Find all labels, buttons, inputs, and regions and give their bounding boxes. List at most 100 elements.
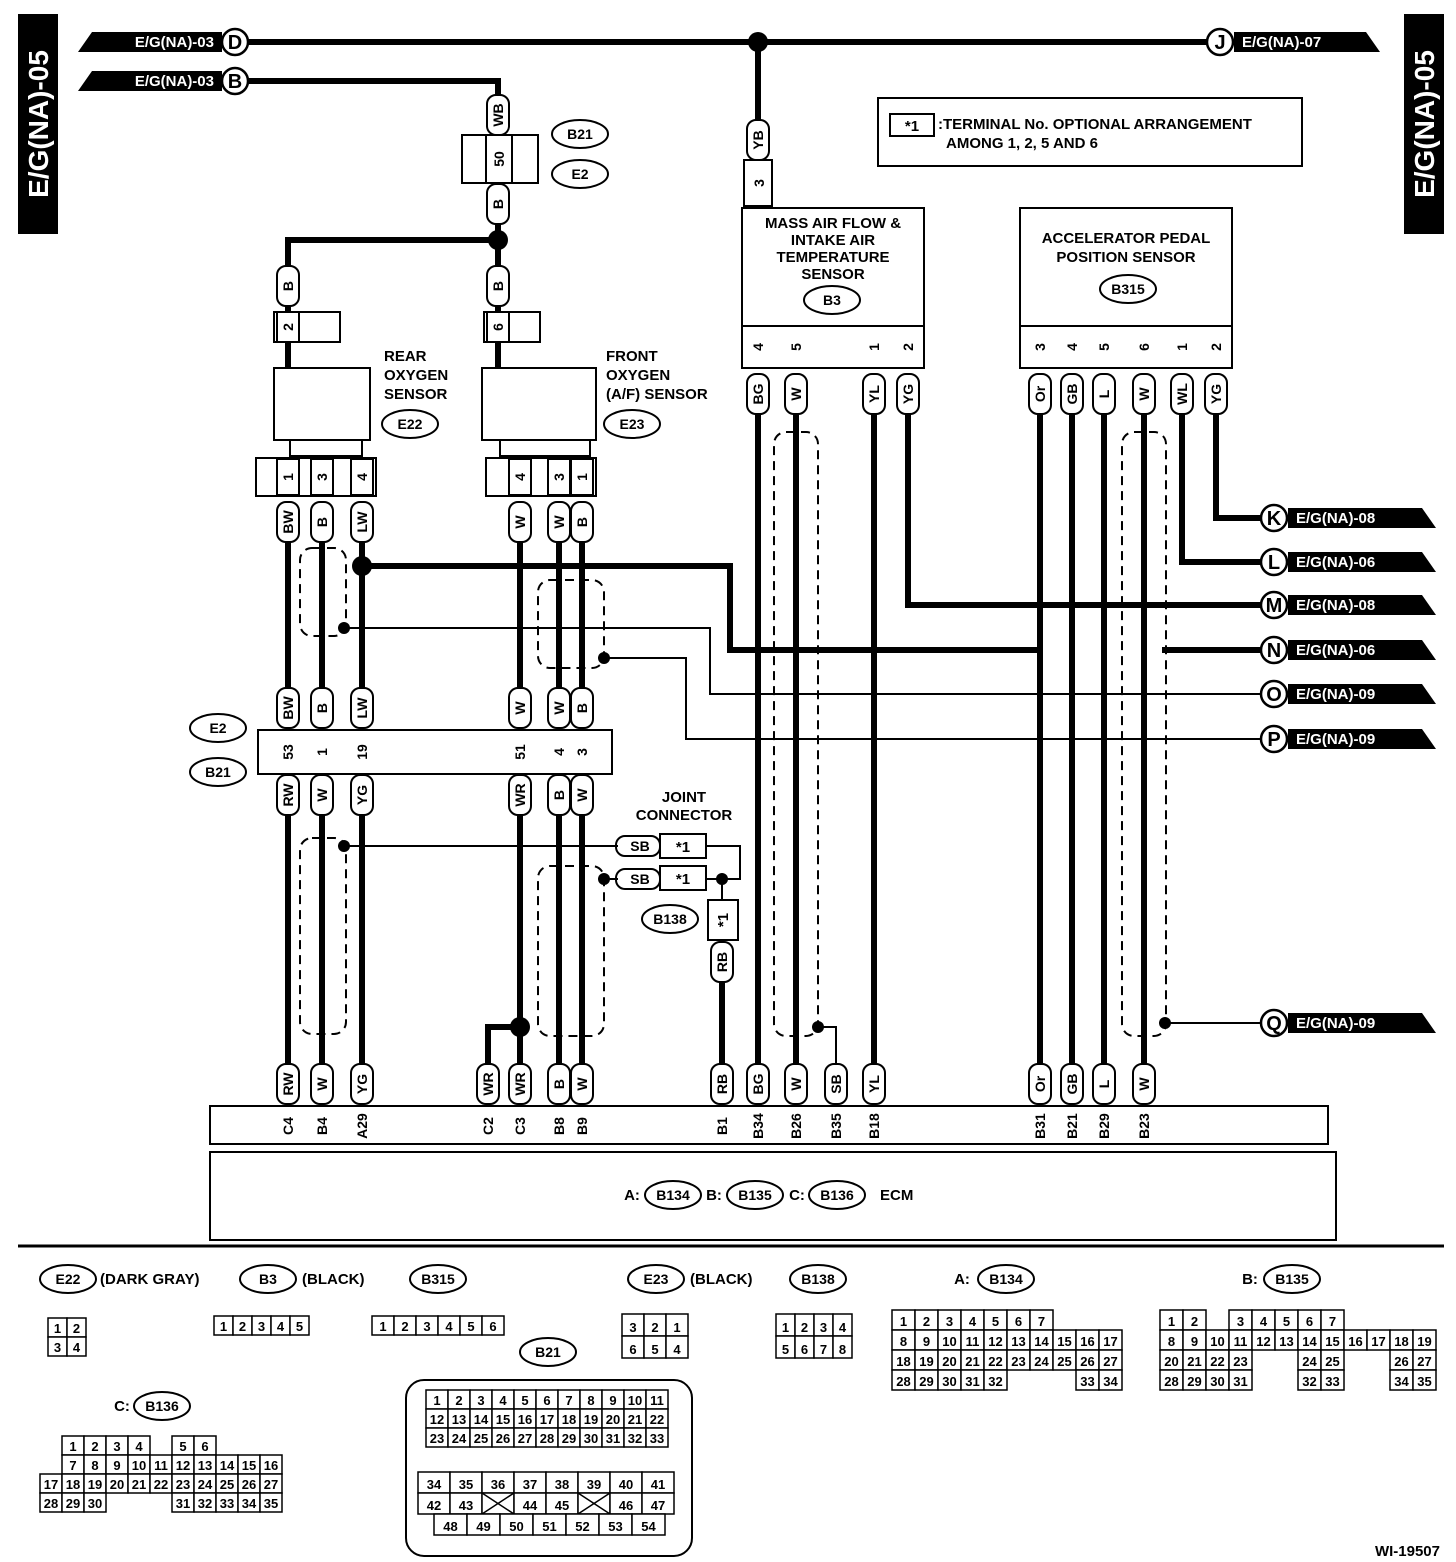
front-pin-0-cell <box>508 458 532 496</box>
apps-pin-5: 2 <box>1208 343 1224 351</box>
legend-b3-pin-0-0: 1 <box>220 1319 227 1334</box>
connector-D-circle <box>220 27 250 57</box>
legend-b21-upper-pin-1-3: 15 <box>496 1412 510 1427</box>
note-box: *1 :TERMINAL No. OPTIONAL ARRANGEMENT AM… <box>877 97 1303 167</box>
legend-b136-pin-3-7: 32 <box>198 1496 212 1511</box>
legend-e22-pin-0-0: 1 <box>54 1321 61 1336</box>
legend-b136-id-ellipse <box>133 1391 191 1421</box>
legend-b21-id: B21 <box>535 1344 561 1360</box>
legend-b135-pin-2-1: 21 <box>1187 1354 1201 1369</box>
legend-b21-housing <box>405 1379 693 1557</box>
legend-b134-pin-3-3: 31 <box>965 1374 979 1389</box>
arrow-ref-M: E/G(NA)-08 <box>1296 597 1375 614</box>
legend-e23-id-ellipse <box>627 1264 685 1294</box>
legend-b135-pin-0-1: 2 <box>1191 1314 1198 1329</box>
legend-b21-upper-pin-2-7: 30 <box>584 1431 598 1446</box>
legend-b135-pin-1-7: 15 <box>1325 1334 1339 1349</box>
rear-color-bottom-1: W <box>314 788 330 802</box>
apps-color-2: L <box>1096 389 1112 398</box>
rear-pin-0: 1 <box>280 473 296 481</box>
legend-b21-upper-pin-1-9: 21 <box>628 1412 642 1427</box>
apps-ecm-color-2: L <box>1096 1079 1112 1088</box>
front-color-top-0: W <box>512 515 528 529</box>
legend-b134-pin-1-6: 14 <box>1034 1334 1049 1349</box>
connector-Q-letter: Q <box>1266 1013 1282 1035</box>
maf-color-0-tag <box>746 373 770 415</box>
legend-b134-prefix: A: <box>954 1271 970 1288</box>
maf-ecm-color-1-tag <box>784 1063 808 1105</box>
ecm-c-id-ellipse <box>808 1180 866 1210</box>
legend-b3-pin-0-4: 5 <box>296 1319 303 1334</box>
front-ecm-color-0-tag <box>476 1063 500 1105</box>
legend-e22-id-ellipse <box>39 1264 97 1294</box>
rear-o2-id-ellipse <box>381 409 439 439</box>
legend-e23-pin-0-1: 2 <box>651 1320 658 1335</box>
legend-b134-pin-3-4: 32 <box>988 1374 1002 1389</box>
maf-ecm-color-2: SB <box>828 1074 844 1093</box>
legend-b21-upper-pin-0-3: 4 <box>499 1393 507 1408</box>
legend-b136-pin-3-1: 29 <box>66 1496 80 1511</box>
legend-b135-pin-3-3: 31 <box>1233 1374 1247 1389</box>
rear-pin-1: 3 <box>314 473 330 481</box>
arrow-ref-L: E/G(NA)-06 <box>1296 554 1375 571</box>
apps-color-4-tag <box>1170 373 1194 415</box>
connector-B-circle <box>220 66 250 96</box>
legend-b136-pin-0-5: 5 <box>179 1439 186 1454</box>
rear-ecm-color-1-tag <box>310 1063 334 1105</box>
rear-color-bottom-2: YG <box>354 785 370 805</box>
legend-b21-upper-pin-0-7: 8 <box>587 1393 594 1408</box>
legend-b135-pin-2-7: 25 <box>1325 1354 1339 1369</box>
legend-b21-lower-pin-1-0: 42 <box>427 1498 441 1513</box>
maf-color-1: W <box>788 387 804 401</box>
front-ecm-color-3: W <box>574 1077 590 1091</box>
rear-o2-label-2: SENSOR <box>384 386 448 403</box>
legend-b134-pin-2-1: 19 <box>919 1354 933 1369</box>
legend-b136-pin-1-8: 15 <box>242 1458 256 1473</box>
maf-label-0: MASS AIR FLOW & <box>765 215 901 232</box>
maf-label-2: TEMPERATURE <box>776 249 889 266</box>
note-line-2: AMONG 1, 2, 5 AND 6 <box>946 135 1098 152</box>
legend-b21-upper-pin-1-0: 12 <box>430 1412 444 1427</box>
legend-b134-id: B134 <box>989 1271 1023 1287</box>
legend-b134-pin-1-5: 13 <box>1011 1334 1025 1349</box>
legend-b136-pin-3-2: 30 <box>88 1496 102 1511</box>
upper-wire-out: B <box>490 199 506 209</box>
joint-color-1-tag <box>615 868 661 890</box>
legend-b21-lower-pin-0-7: 41 <box>651 1477 665 1492</box>
rear-color-mid-0-tag <box>276 687 300 729</box>
apps-color-5-tag <box>1204 373 1228 415</box>
legend-b136-cell-3-2 <box>83 1492 107 1513</box>
legend-b135-pin-0-5: 5 <box>1283 1314 1290 1329</box>
maf-color-3: YG <box>900 384 916 404</box>
legend-b134-pin-2-3: 21 <box>965 1354 979 1369</box>
upper-ref-b21-ellipse <box>551 119 609 149</box>
legend-b135-pin-1-11: 19 <box>1417 1334 1431 1349</box>
legend-b135-pin-3-7: 33 <box>1325 1374 1339 1389</box>
legend-b21-upper-pin-1-7: 19 <box>584 1412 598 1427</box>
connector-Q-circle <box>1259 1008 1289 1038</box>
legend-b135-pin-2-0: 20 <box>1164 1354 1178 1369</box>
front-color-top-1: W <box>551 515 567 529</box>
legend-b21-upper-pin-0-6: 7 <box>565 1393 572 1408</box>
connector-K-letter: K <box>1267 508 1282 530</box>
legend-b136-pin-2-8: 25 <box>220 1477 234 1492</box>
upper-wire-in-tag <box>486 94 510 136</box>
maf-ecm-pin-2: B35 <box>828 1113 844 1139</box>
front-o2-label-2: (A/F) SENSOR <box>606 386 708 403</box>
front-top-wire: B <box>490 281 506 291</box>
legend-b136-pin-1-1: 8 <box>91 1458 98 1473</box>
legend-b135-pin-1-5: 13 <box>1279 1334 1293 1349</box>
front-color-mid-2-tag <box>570 687 594 729</box>
upper-ref-e2: E2 <box>571 166 588 182</box>
legend-b136-pin-2-7: 24 <box>198 1477 213 1492</box>
legend-b135-pin-1-4: 12 <box>1256 1334 1270 1349</box>
legend-b138-pin-1-2: 7 <box>820 1342 827 1357</box>
right-page-tab <box>1404 14 1444 234</box>
legend-b21-bottom-pin-0-5: 53 <box>608 1519 622 1534</box>
legend-b136-id: B136 <box>145 1398 179 1414</box>
apps-color-5: YG <box>1208 384 1224 404</box>
front-o2-label-0: FRONT <box>606 348 658 365</box>
legend-b135-id: B135 <box>1275 1271 1309 1287</box>
rear-ecm-color-2-tag <box>350 1063 374 1105</box>
ecm-a-id-ellipse <box>644 1180 702 1210</box>
